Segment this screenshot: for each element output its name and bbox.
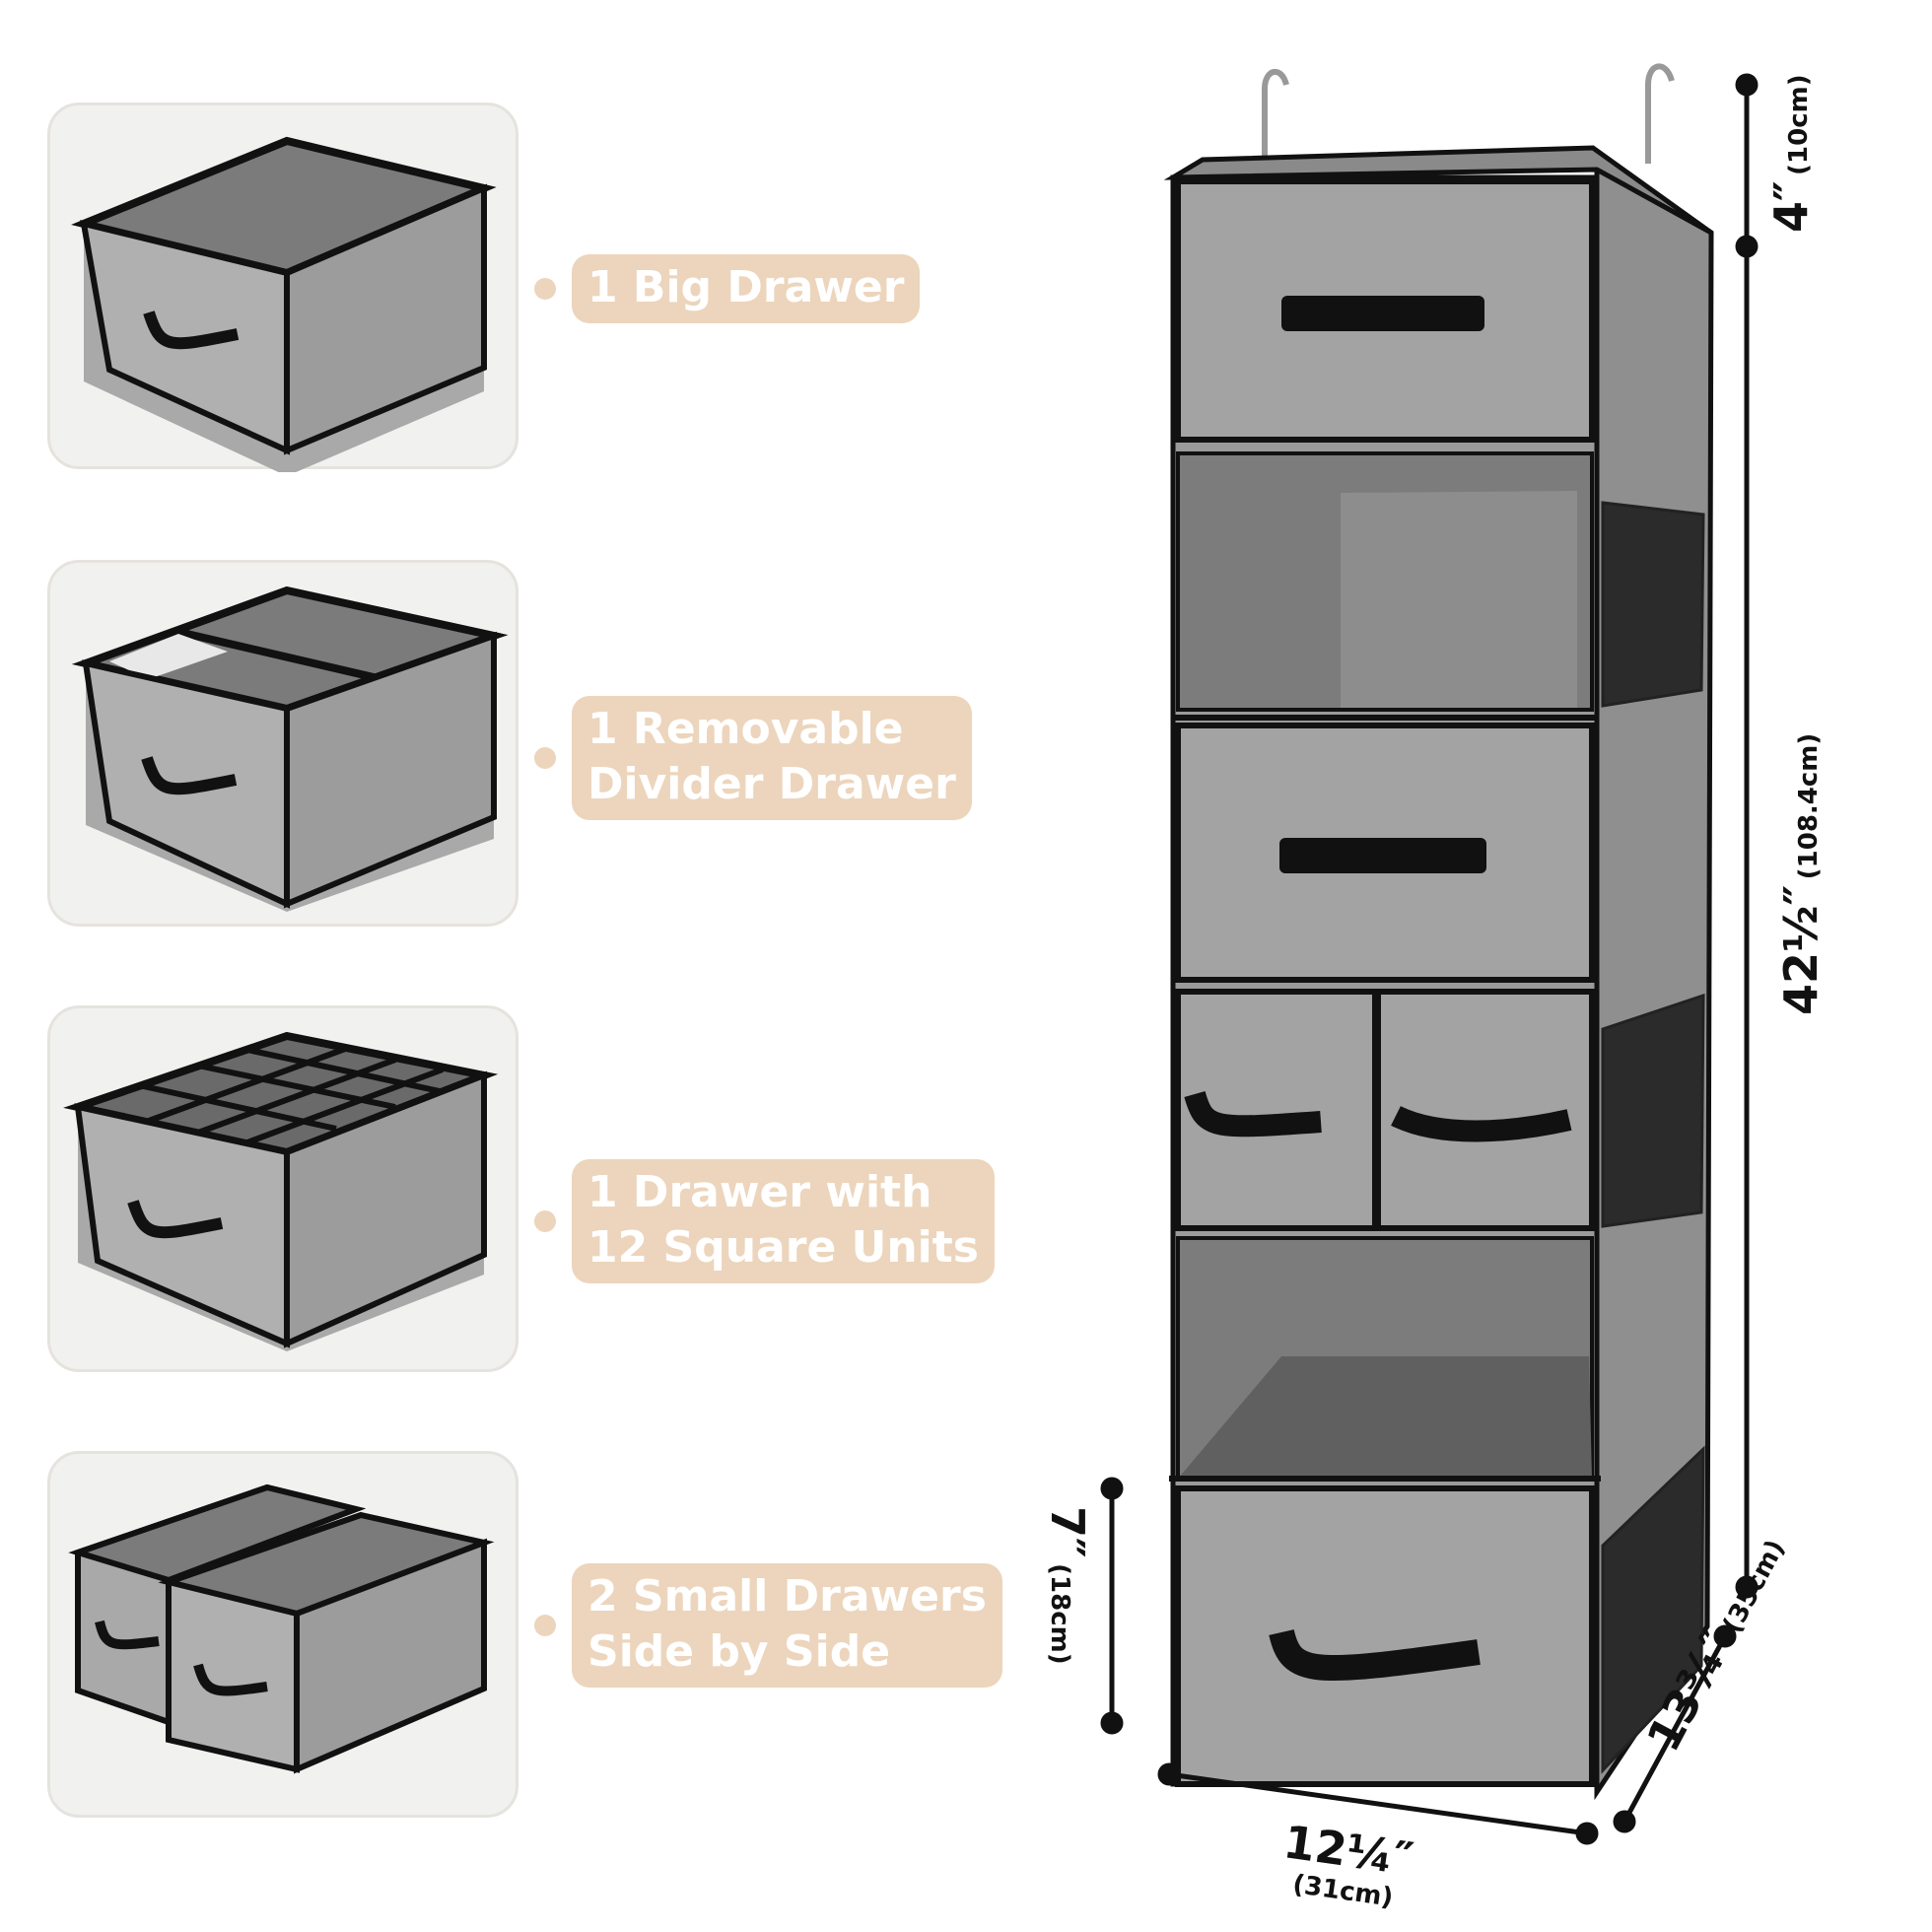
small-drawer-left [1175, 989, 1378, 1231]
square-units-drawer-image [63, 1031, 499, 1351]
drawer-handle-icon [1281, 296, 1484, 331]
bottom-drawer [1175, 1485, 1595, 1787]
feature-card-square-units-drawer [47, 1005, 518, 1372]
dimension-height: 42½″ (108.4cm) [1774, 732, 1828, 1015]
feature-label-square-units-drawer: 1 Drawer with 12 Square Units [534, 1159, 995, 1283]
big-drawer-image [71, 136, 497, 472]
feature-card-small-drawers [47, 1451, 518, 1818]
small-drawers-image [68, 1484, 495, 1774]
feature-label-small-drawers: 2 Small Drawers Side by Side [534, 1563, 1002, 1688]
divider-drawer-image [71, 586, 509, 912]
hook-right-icon [1645, 63, 1675, 164]
feature-card-big-drawer [47, 103, 518, 472]
drawer-handle-icon [1269, 1628, 1481, 1682]
dimension-drawer-height: 7″ (18cm) [1041, 1506, 1094, 1665]
drawer-handle-icon [1279, 838, 1486, 873]
feature-label-big-drawer: 1 Big Drawer [533, 254, 921, 323]
dimension-lines [1100, 73, 1759, 1845]
small-drawer-right [1375, 989, 1595, 1231]
hook-left-icon [1262, 69, 1289, 164]
feature-card-divider-drawer [47, 560, 518, 927]
feature-label-divider-drawer: 1 Removable Divider Drawer [534, 696, 972, 820]
dimension-top-gap: 4″ (10cm) [1764, 74, 1818, 233]
